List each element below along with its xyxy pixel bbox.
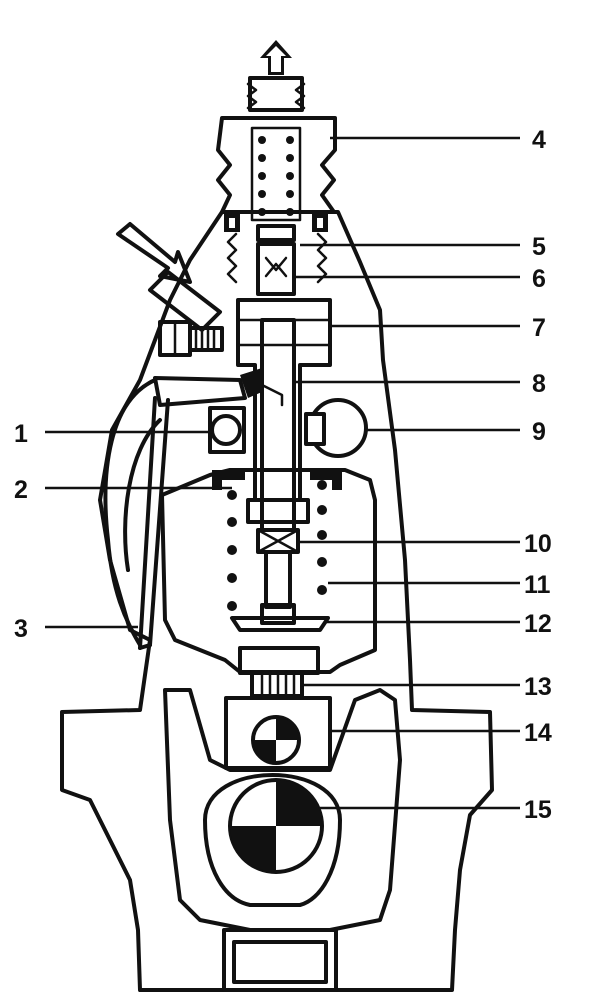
callout-4: 4 bbox=[532, 126, 546, 154]
fuel-inlet bbox=[116, 222, 224, 357]
callout-10: 10 bbox=[524, 530, 552, 558]
control-linkage bbox=[103, 376, 247, 650]
callout-13: 13 bbox=[524, 673, 552, 701]
callout-3: 3 bbox=[14, 615, 28, 643]
callout-12: 12 bbox=[524, 610, 552, 638]
roller-tappet bbox=[224, 646, 332, 770]
callout-1: 1 bbox=[14, 420, 28, 448]
callout-11: 11 bbox=[524, 571, 551, 599]
callout-leaders bbox=[45, 136, 520, 810]
valve-spring-coils bbox=[258, 136, 294, 216]
delivery-valve-holder bbox=[216, 40, 337, 232]
control-sleeve-ring bbox=[304, 398, 368, 458]
callout-2: 2 bbox=[14, 476, 28, 504]
callout-labels: 1 2 3 4 5 6 7 8 9 10 11 12 13 14 15 bbox=[14, 126, 552, 824]
camshaft bbox=[203, 773, 342, 907]
callout-8: 8 bbox=[532, 370, 546, 398]
callout-5: 5 bbox=[532, 233, 546, 261]
pump-element bbox=[226, 224, 332, 632]
callout-14: 14 bbox=[524, 719, 552, 747]
callout-6: 6 bbox=[532, 265, 546, 293]
callout-7: 7 bbox=[532, 314, 546, 342]
callout-9: 9 bbox=[532, 418, 546, 446]
callout-15: 15 bbox=[524, 796, 552, 824]
plunger-spring-coils bbox=[212, 470, 342, 611]
